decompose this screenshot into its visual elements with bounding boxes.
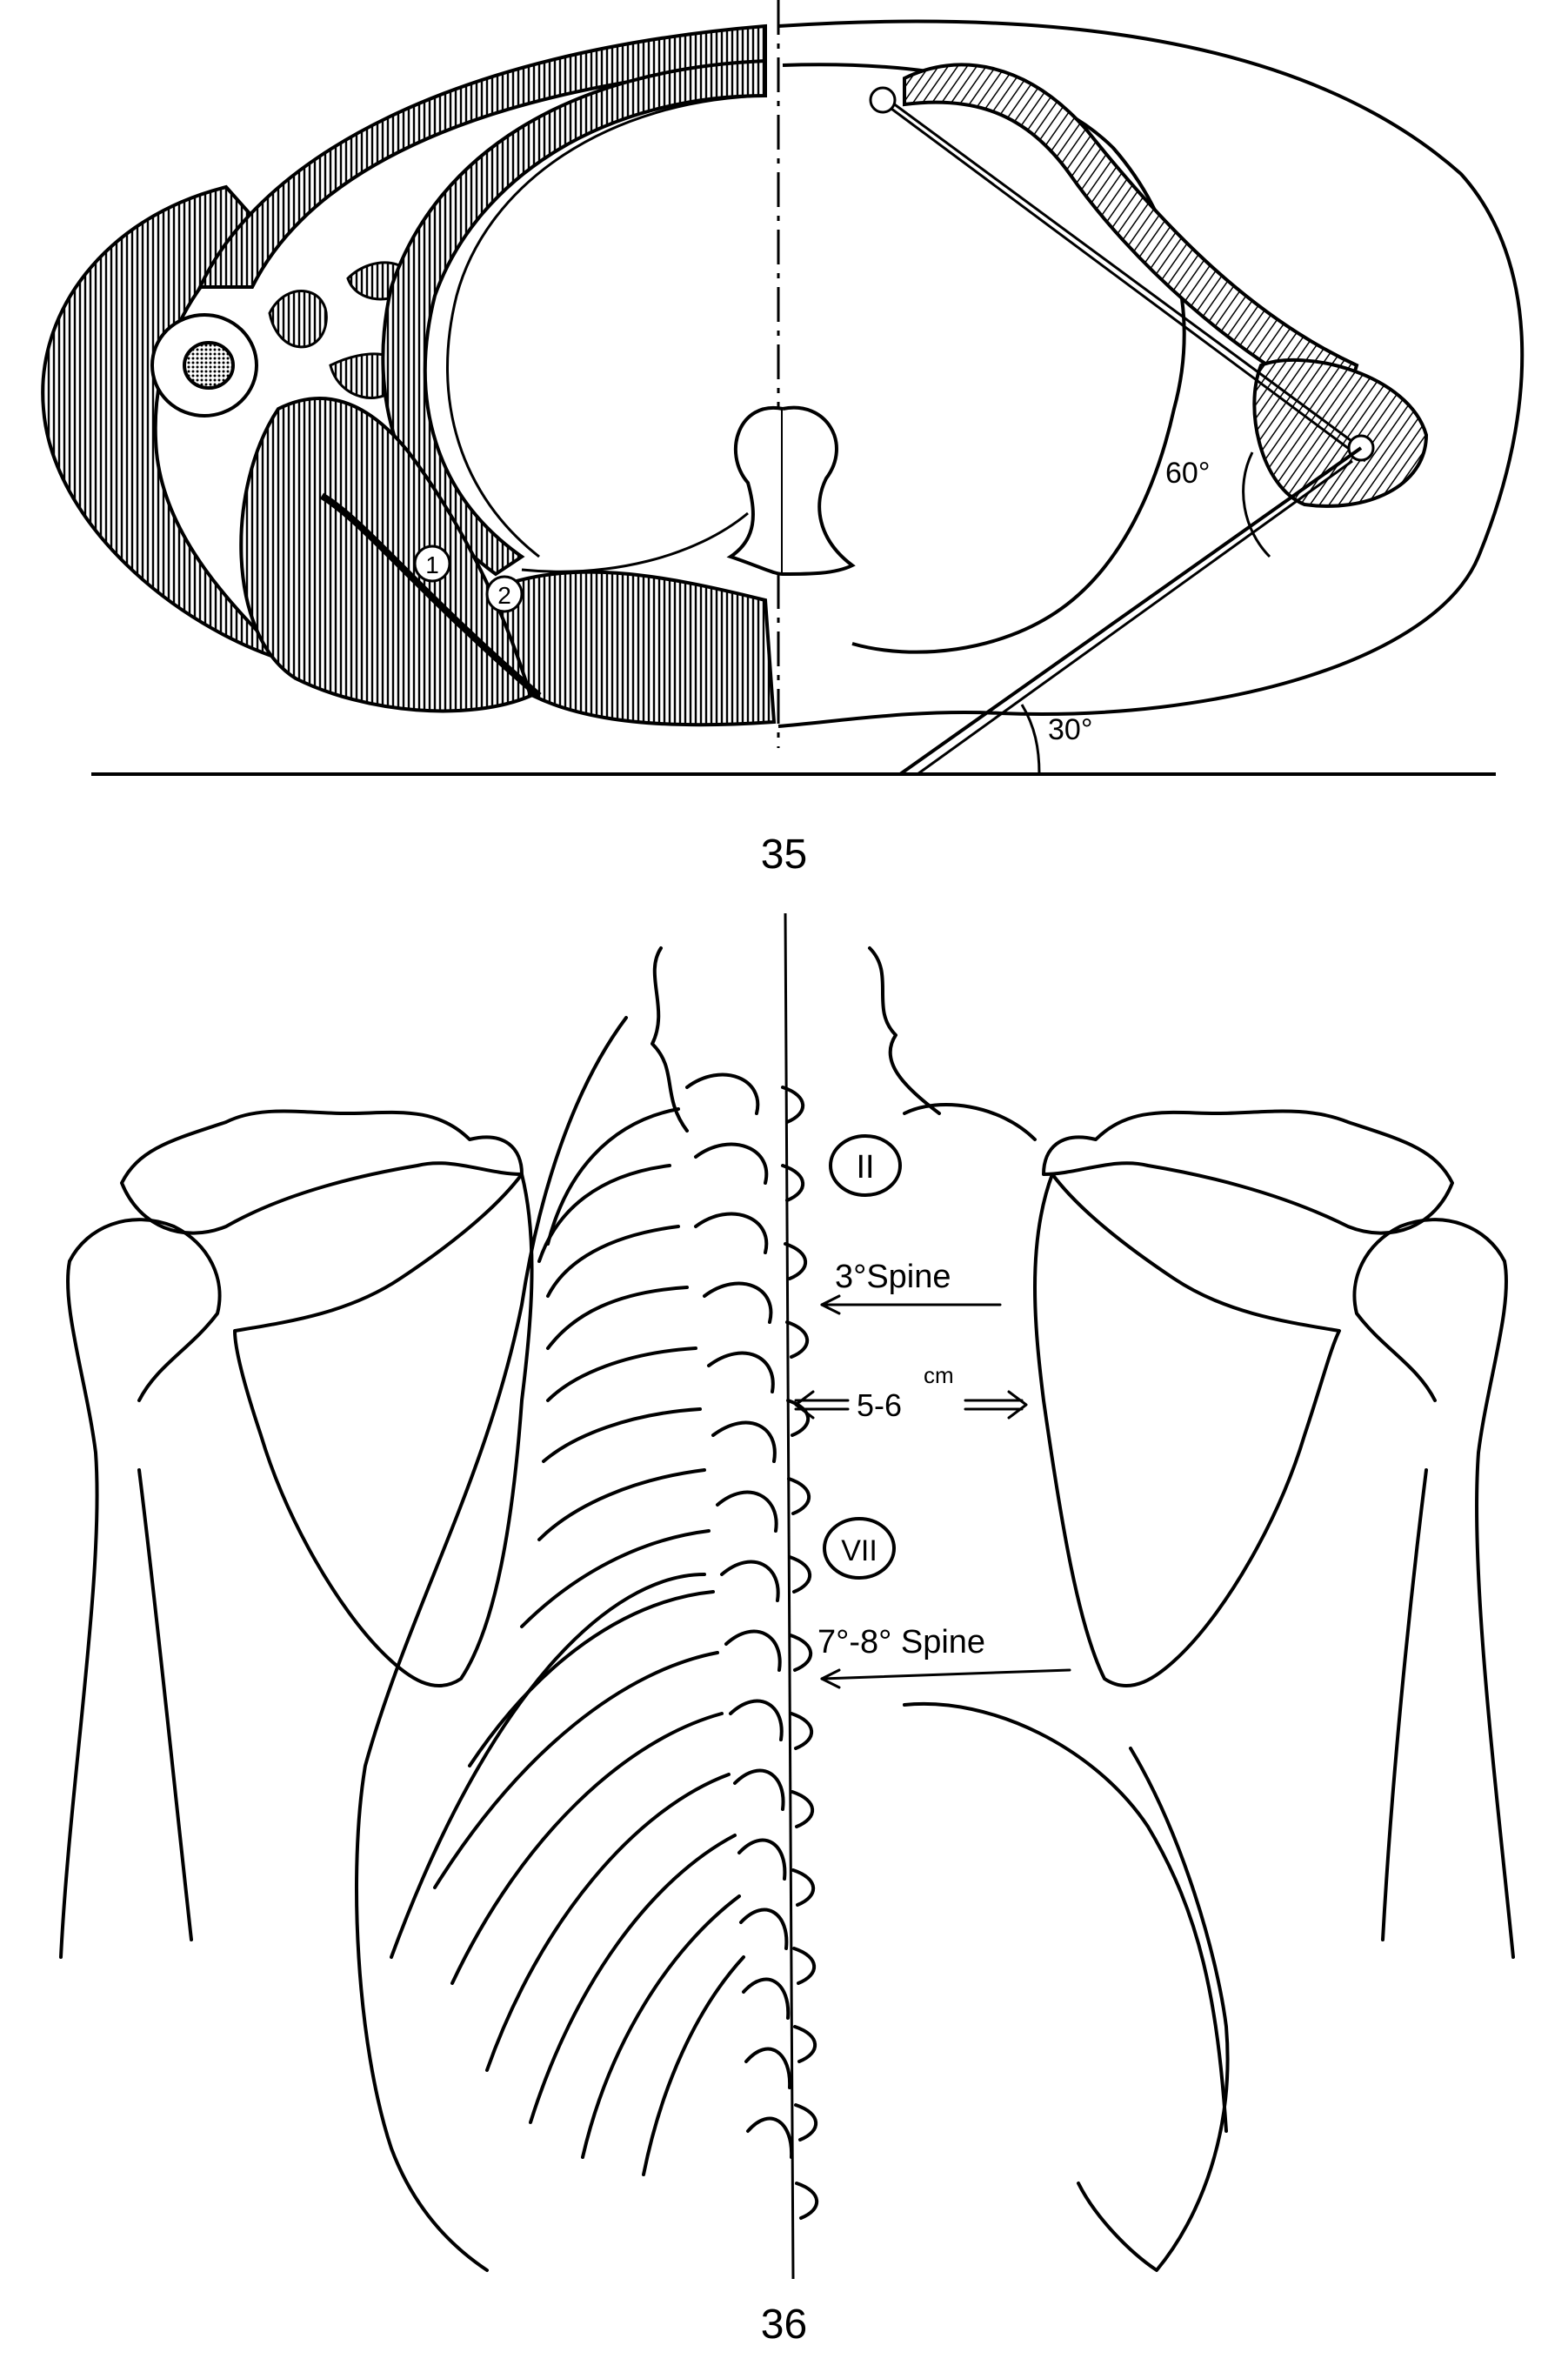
right-rib-II	[903, 1103, 1037, 1141]
label-distance: 5-6	[857, 1387, 902, 1423]
rib-marker-VII	[823, 1517, 896, 1580]
right-humeral-head	[1352, 1218, 1506, 1402]
left-scapula	[233, 1173, 534, 1688]
right-scapula	[1033, 1173, 1341, 1688]
vertebra	[726, 405, 784, 577]
figure-35-caption: 35	[760, 832, 808, 878]
paraspinal-muscle	[485, 570, 777, 727]
left-ribcage-outline	[355, 1016, 628, 2272]
angle-arc-30	[1020, 704, 1041, 775]
label-7-8-spine: 7°-8° Spine	[817, 1624, 985, 1660]
arrow-3-spine	[820, 1294, 1002, 1315]
spinous-processes	[781, 1086, 819, 2220]
svg-text:2: 2	[497, 582, 511, 609]
vertebra-right	[782, 405, 856, 576]
angle-label-30: 30°	[1048, 713, 1092, 746]
marker-1: 1	[413, 545, 451, 583]
humerus-marrow	[183, 341, 235, 390]
rib-marker-II-label: II	[856, 1149, 874, 1186]
needle-track	[319, 492, 542, 699]
figure-36-back-skeleton: II VII 3°Spine 5-6 cm 7°-8° Spine	[0, 913, 1568, 2279]
rib-marker-II	[829, 1134, 902, 1197]
needle-line-2	[891, 107, 1366, 463]
upper-muscle-band	[197, 23, 767, 289]
angle-arc-60	[1242, 451, 1271, 558]
pleura-lower	[521, 511, 749, 573]
left-humeral-head	[68, 1218, 222, 1402]
left-vertebral-bumps	[685, 1072, 794, 2159]
label-distance-unit: cm	[924, 1362, 954, 1388]
angle-label-60: 60°	[1165, 457, 1210, 490]
figure-36-caption: 36	[760, 2302, 808, 2348]
left-ribs	[390, 1107, 745, 2176]
right-rib-VII	[903, 1701, 1228, 2133]
arrow-5-6cm	[794, 1390, 1028, 1420]
cervical-right	[868, 946, 941, 1115]
pleura-ring	[446, 94, 766, 558]
left-humerus-inner	[137, 1468, 193, 1941]
arrow-7-8-spine	[820, 1668, 1071, 1689]
pectoral-blob	[268, 290, 328, 349]
needle-line-1	[882, 94, 1362, 450]
cervical-left	[651, 946, 689, 1133]
left-clavicle	[120, 1109, 524, 1235]
needle-line-4	[917, 459, 1353, 776]
spine-midline	[784, 913, 795, 2279]
figure-35-cross-section: 1 2 60° 30°	[0, 0, 1568, 792]
entry-point-top	[869, 86, 897, 114]
body-outline	[777, 19, 1525, 728]
label-3-spine: 3°Spine	[835, 1259, 951, 1295]
svg-text:1: 1	[425, 551, 439, 578]
needle-line-3	[898, 446, 1363, 776]
marker-2: 2	[485, 575, 524, 613]
right-clavicle	[1042, 1109, 1454, 1235]
right-humerus	[1475, 1259, 1515, 1959]
right-scapula	[903, 63, 1359, 411]
rib-marker-VII-label: VII	[841, 1534, 877, 1567]
rib-ring-outer	[381, 58, 767, 577]
right-humerus-inner	[1381, 1468, 1428, 1941]
left-humerus	[59, 1259, 99, 1959]
right-ribcage-outline	[1077, 1747, 1230, 2272]
